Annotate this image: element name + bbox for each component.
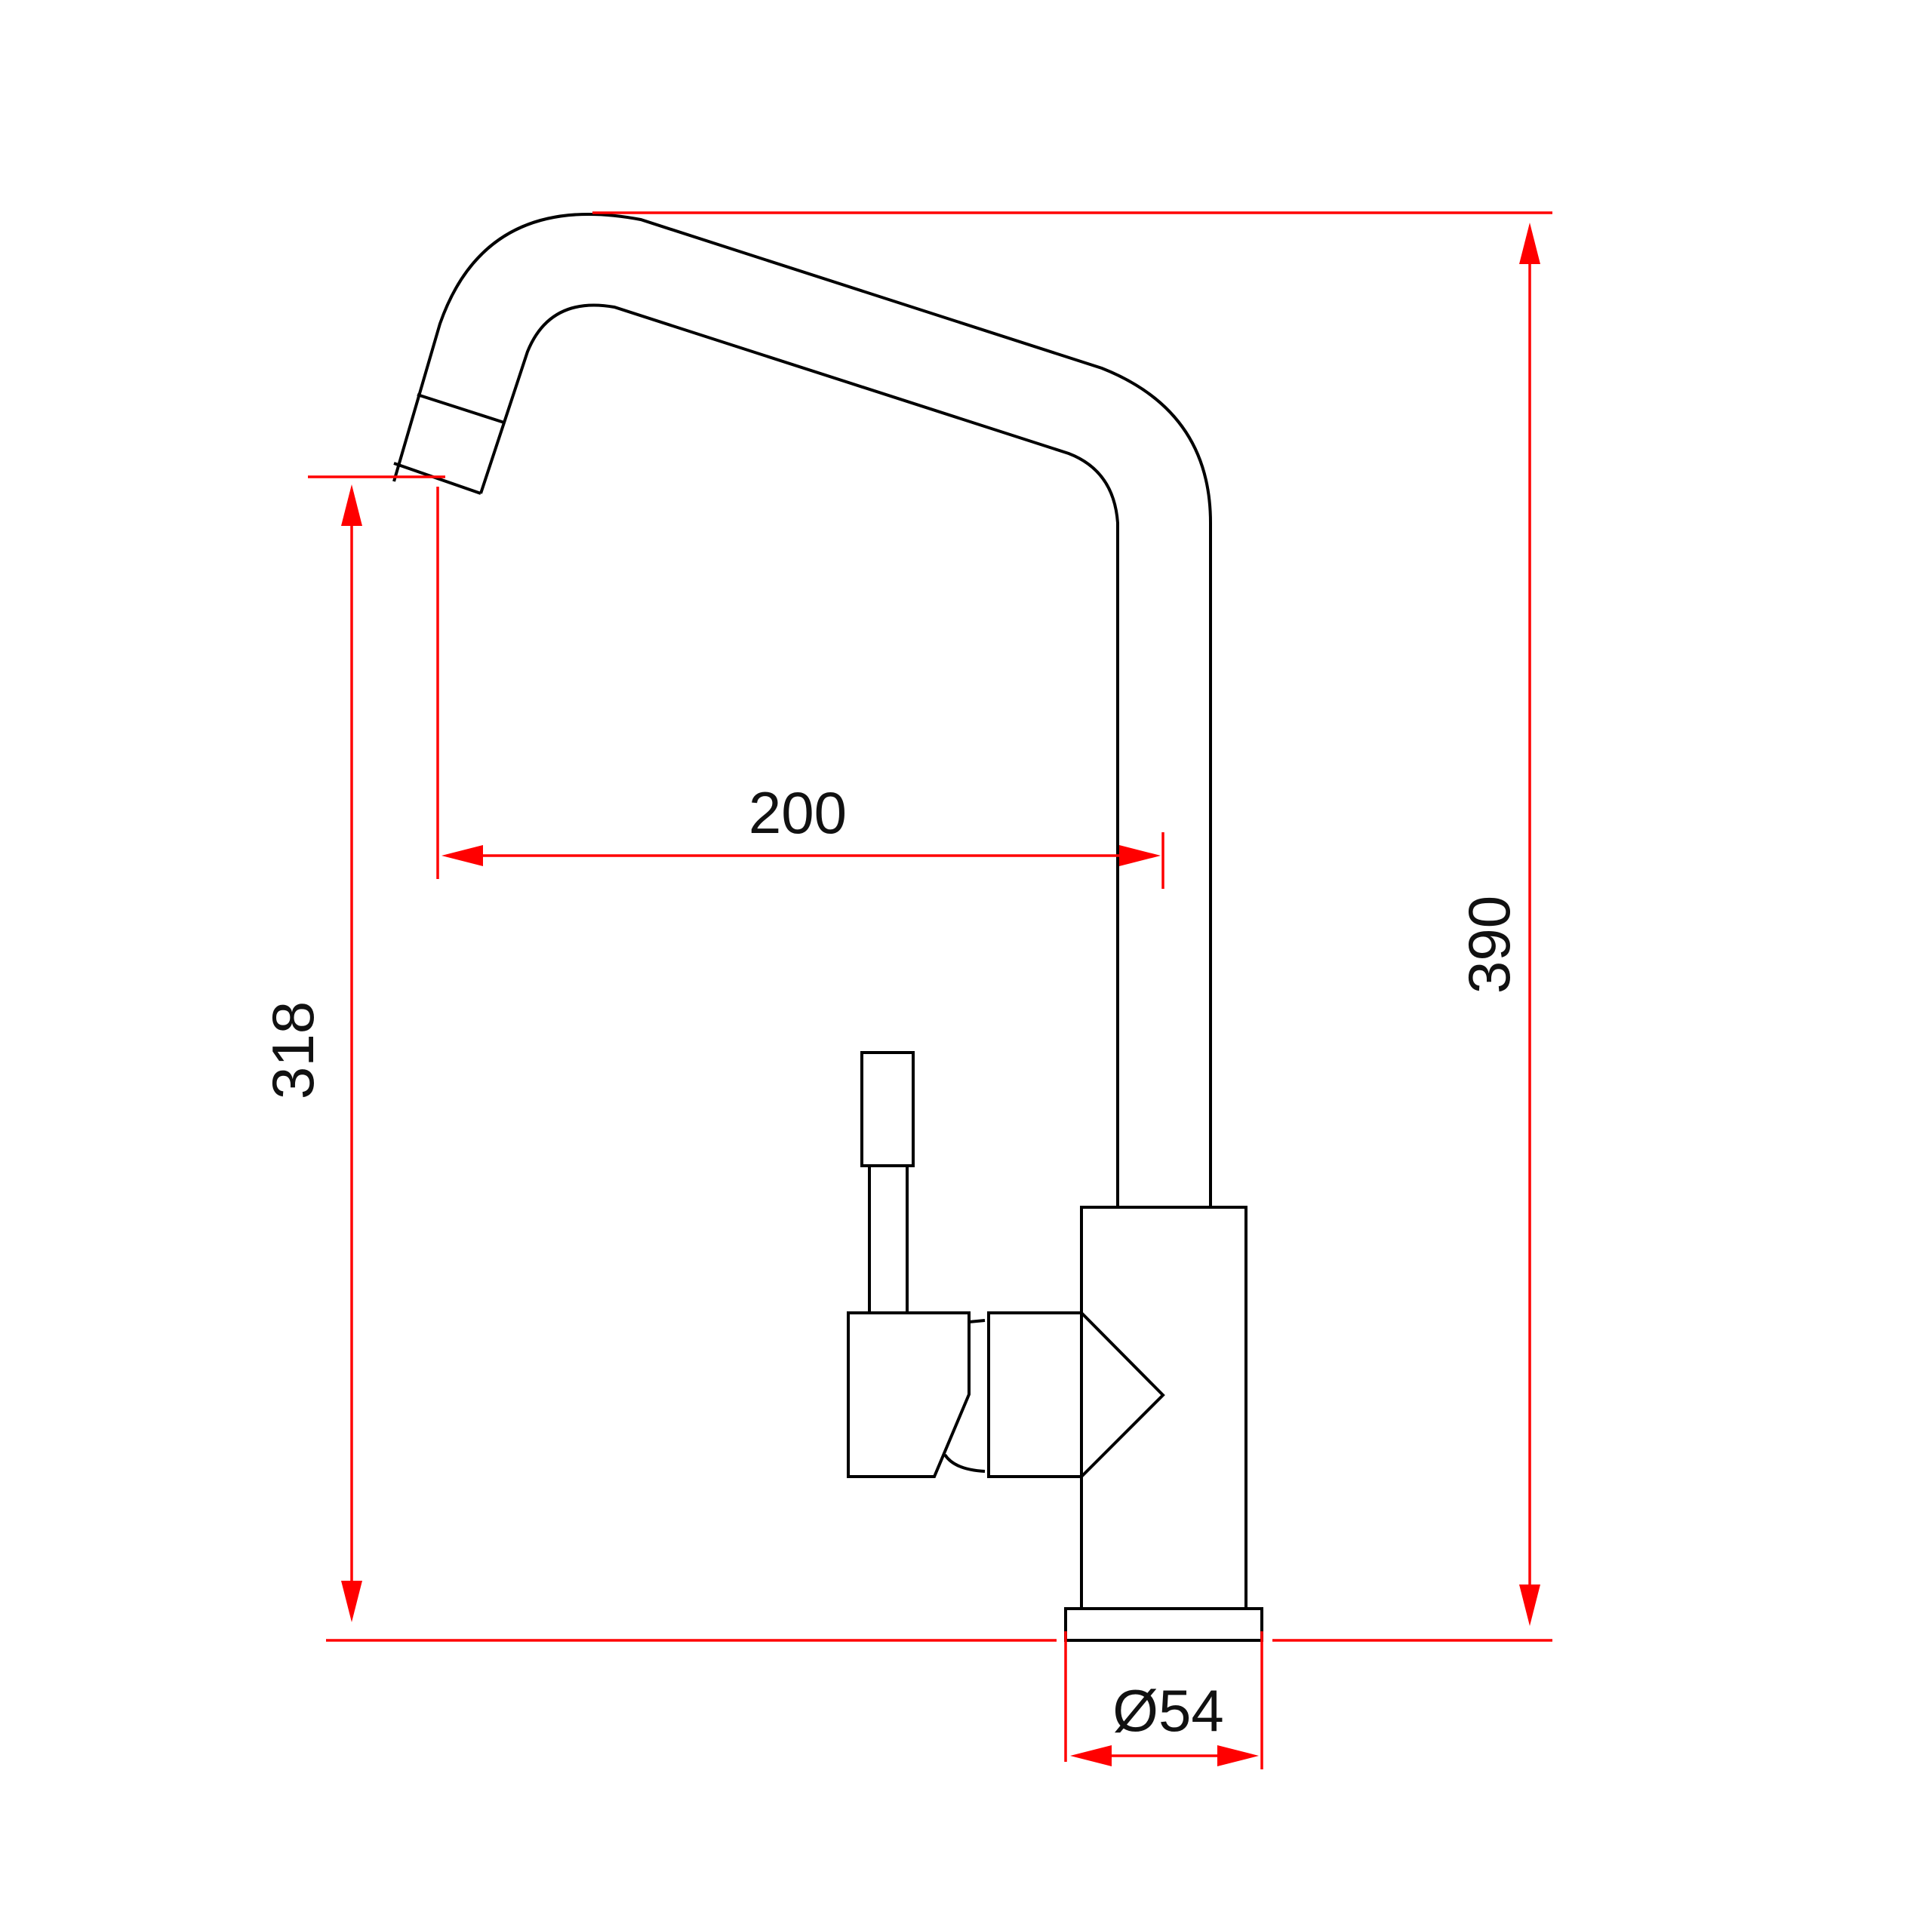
spout-height-label: 318 <box>260 1001 326 1099</box>
total-height-label: 390 <box>1456 896 1522 994</box>
diameter-arrow-right <box>1217 1745 1259 1766</box>
dimension-lines <box>308 211 1552 1769</box>
total-height-arrow-bottom <box>1519 1585 1540 1626</box>
lever-stem <box>868 1164 909 1314</box>
base-diameter-label: Ø54 <box>1112 1677 1223 1744</box>
spout-inner-edge <box>479 303 1119 1207</box>
total-height-arrow-top <box>1519 223 1540 264</box>
faucet-outline <box>392 213 1263 1642</box>
lever-joint <box>943 1319 986 1473</box>
base-ring <box>1064 1607 1263 1642</box>
diameter-arrow-left <box>1070 1745 1112 1766</box>
lever-base <box>847 1311 971 1478</box>
reach-arrow-right <box>1119 845 1161 866</box>
faucet-body <box>1080 1206 1247 1610</box>
spout-height-arrow-bottom <box>341 1581 362 1622</box>
spout-height-arrow-top <box>341 484 362 526</box>
reach-arrow-left <box>441 845 483 866</box>
spout-aerator <box>393 393 505 495</box>
handle-connector <box>987 1311 1165 1478</box>
lever-grip <box>860 1051 915 1167</box>
spout-reach-label: 200 <box>749 779 847 846</box>
spout-outer-edge <box>392 213 1212 1207</box>
